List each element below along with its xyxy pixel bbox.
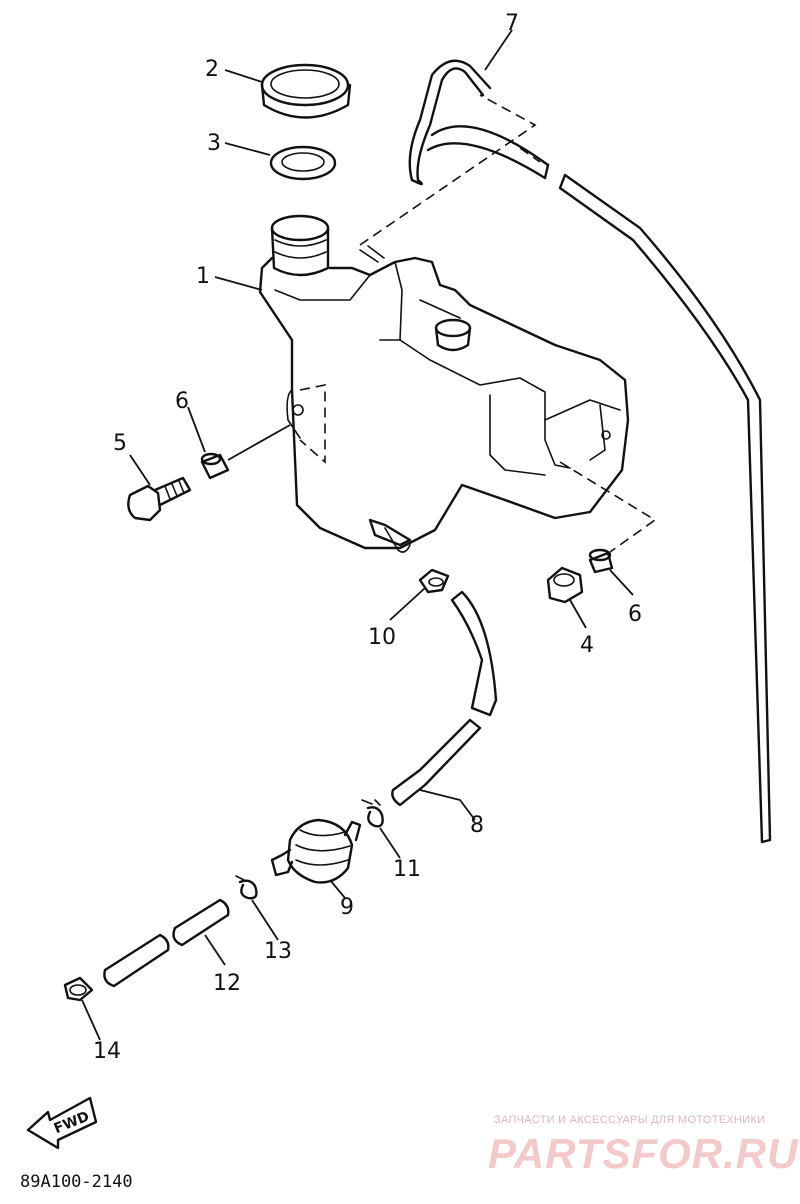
callout-12: 12 <box>213 971 241 996</box>
callout-3: 3 <box>207 131 221 156</box>
forward-arrow-icon: FWD <box>26 1096 98 1150</box>
part-filter <box>270 818 362 884</box>
assembly-lines <box>299 94 657 553</box>
callout-4: 4 <box>580 633 594 658</box>
callout-numbers: 1 2 3 4 5 6 6 7 8 9 10 11 12 13 14 <box>93 11 642 1064</box>
callout-2: 2 <box>205 57 219 82</box>
callout-10: 10 <box>368 625 396 650</box>
callout-leaders <box>81 29 634 1041</box>
part-bolt <box>127 476 192 522</box>
part-hose-12 <box>103 898 230 988</box>
part-clamp-14 <box>63 976 94 1002</box>
callout-6-right: 6 <box>628 602 642 627</box>
part-clip-11 <box>361 799 384 828</box>
callout-14: 14 <box>93 1039 121 1064</box>
part-breather-hose <box>408 59 772 844</box>
watermark-tagline: ЗАПЧАСТИ И АКСЕССУАРЫ ДЛЯ МОТОТЕХНИКИ <box>494 1114 765 1126</box>
watermark-brand: PARTSFOR.RU <box>488 1130 799 1177</box>
drawing-code: 89A100-2140 <box>20 1172 133 1192</box>
callout-13: 13 <box>264 939 292 964</box>
part-collar-right <box>588 548 614 574</box>
callout-6-left: 6 <box>175 389 189 414</box>
part-clip-13 <box>235 875 258 900</box>
part-cap <box>260 63 352 119</box>
callout-7: 7 <box>505 11 519 36</box>
part-reservoir-tank <box>258 214 630 553</box>
part-collar-left <box>200 424 291 480</box>
callout-5: 5 <box>113 431 127 456</box>
part-hose-8 <box>391 590 498 807</box>
callout-11: 11 <box>393 857 421 882</box>
callout-8: 8 <box>470 813 484 838</box>
part-gasket <box>269 145 337 181</box>
part-clamp-10 <box>418 568 450 594</box>
callout-1: 1 <box>196 264 210 289</box>
callout-9: 9 <box>340 895 354 920</box>
part-grommet <box>546 566 584 604</box>
